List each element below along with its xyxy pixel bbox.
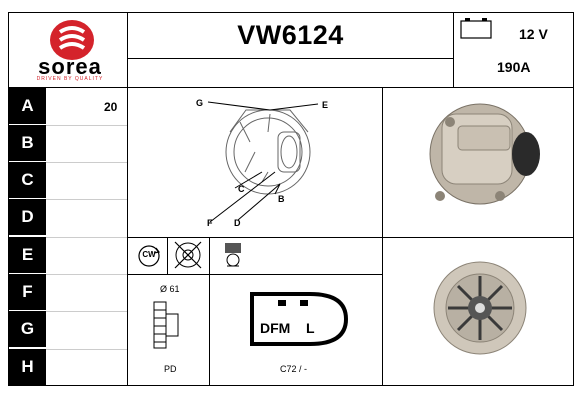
amperage-value: 190A: [497, 59, 531, 75]
divider: [453, 12, 454, 88]
divider: [8, 87, 574, 88]
divider: [209, 274, 210, 386]
divider: [167, 237, 168, 274]
divider: [209, 237, 210, 274]
rotation-label: CW: [142, 250, 156, 259]
dimension-label-d: D: [234, 218, 241, 228]
battery-icon: [460, 17, 492, 39]
connector-code: C72 / -: [280, 364, 308, 374]
divider: [127, 12, 128, 88]
dimension-label-e: E: [322, 100, 329, 110]
row-divider: [46, 274, 127, 275]
pulley-type: PD: [164, 364, 177, 374]
row-label-d: D: [9, 199, 46, 235]
divider: [128, 58, 453, 59]
brand-name: sorea: [38, 54, 102, 79]
connector-terminal-dfm: DFM: [260, 320, 291, 336]
dimension-label-b: B: [278, 194, 285, 204]
spec-sheet-frame: [8, 12, 574, 386]
row-divider: [46, 125, 127, 126]
row-label-g: G: [9, 311, 46, 347]
connector-drawing: DFM L: [250, 290, 350, 348]
alternator-dimension-diagram: G E C B F D: [150, 92, 370, 234]
row-divider: [46, 162, 127, 163]
pulley-drawing: [148, 298, 184, 352]
row-value-a: 20: [104, 100, 118, 114]
divider: [127, 88, 128, 386]
voltage-value: 12 V: [519, 26, 548, 42]
row-label-b: B: [9, 125, 46, 161]
connector-terminal-l: L: [306, 320, 315, 336]
row-divider: [46, 311, 127, 312]
row-label-f: F: [9, 274, 46, 310]
row-divider: [46, 199, 127, 200]
no-fan-icon: [172, 240, 204, 270]
dimension-label-g: G: [196, 98, 204, 108]
alternator-front-photo: [430, 254, 530, 364]
divider: [128, 274, 382, 275]
row-label-c: C: [9, 162, 46, 198]
brand-tagline: DRIVEN BY QUALITY: [36, 76, 104, 82]
pulley-diameter: Ø 61: [160, 284, 180, 294]
row-label-h: H: [9, 349, 46, 385]
dimension-label-c: C: [238, 184, 245, 194]
brand-logo: sorea DRIVEN BY QUALITY: [20, 16, 120, 84]
row-label-a: A: [9, 88, 46, 124]
row-label-e: E: [9, 237, 46, 273]
product-reference: VW6124: [237, 19, 344, 50]
dimension-label-f: F: [207, 218, 213, 228]
divider: [128, 237, 574, 238]
row-divider: [46, 237, 127, 238]
regulator-icon: [220, 240, 246, 270]
alternator-side-photo: [420, 92, 548, 222]
row-divider: [46, 349, 127, 350]
rotation-cw-icon: CW: [136, 243, 162, 269]
